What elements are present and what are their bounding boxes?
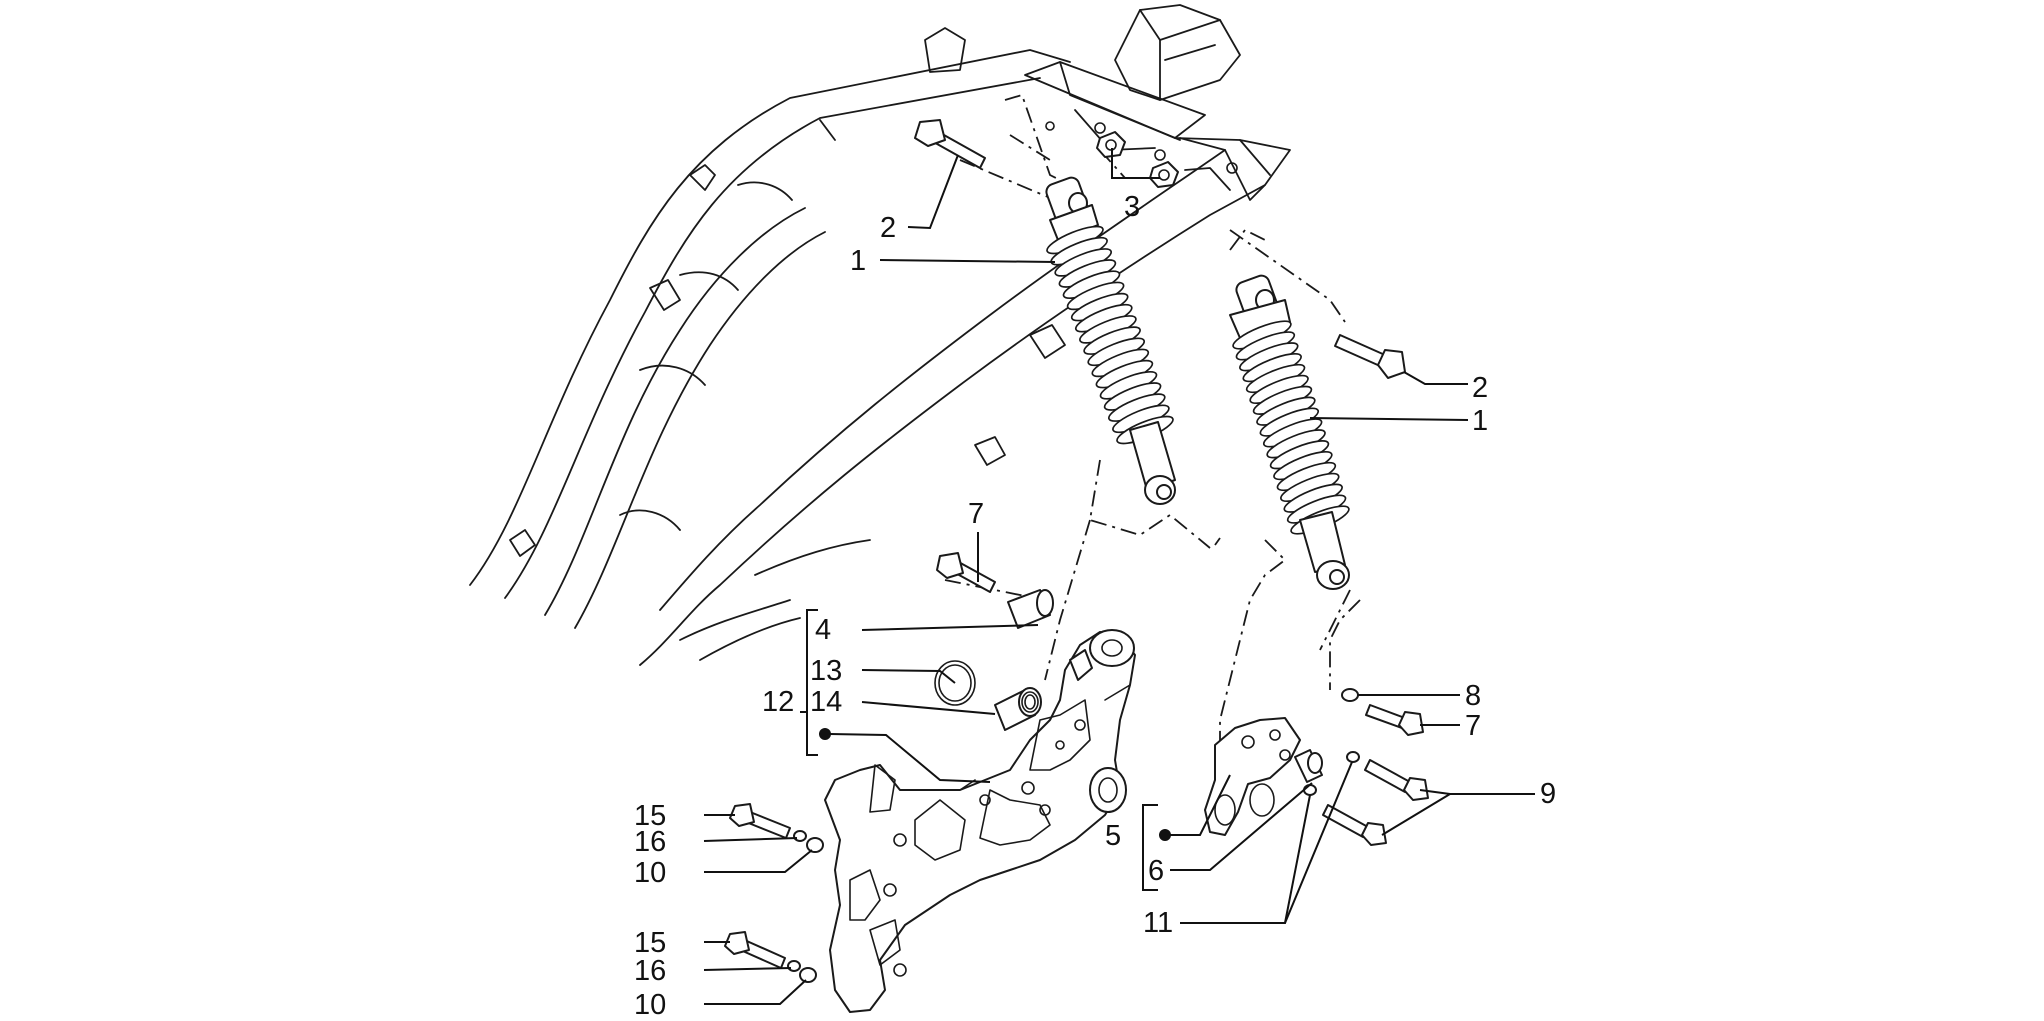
leader-2a	[907, 154, 959, 230]
callout-5: 5	[1105, 820, 1121, 852]
leader-2b	[1403, 371, 1468, 385]
leader-10b	[704, 979, 807, 1005]
callout-1a: 1	[850, 245, 866, 277]
group-bracket-5	[1142, 804, 1158, 891]
shock-absorber-left	[1045, 176, 1176, 505]
washer-16-lower	[787, 960, 801, 972]
callout-10a: 10	[634, 857, 666, 889]
frame	[469, 4, 1291, 666]
leader-lines	[703, 148, 1535, 1005]
leader-14	[861, 701, 996, 715]
callout-16b: 16	[634, 955, 666, 987]
callout-2a: 2	[880, 212, 896, 244]
callout-11: 11	[1143, 907, 1173, 939]
washer-10-lower	[799, 967, 817, 983]
spacer-4	[1007, 589, 1054, 629]
washer-8	[1341, 688, 1359, 702]
bearing-14	[994, 687, 1042, 731]
hardware	[724, 119, 1429, 983]
callout-2b: 2	[1472, 372, 1488, 404]
callout-6: 6	[1148, 855, 1164, 887]
callout-14: 14	[810, 686, 842, 718]
group-bracket-12	[806, 609, 818, 756]
washer-10-upper	[806, 837, 824, 853]
bolt-7-left	[936, 552, 996, 593]
circlip-13	[934, 660, 976, 706]
leader-16a	[703, 837, 798, 842]
bolt-15-upper	[729, 803, 791, 839]
leader-5-dot	[1168, 774, 1231, 836]
callout-15b: 15	[634, 927, 666, 959]
leader-6	[1170, 782, 1313, 871]
callout-8: 8	[1465, 680, 1481, 712]
leader-16b	[703, 967, 792, 971]
swingarm-bracket-12	[824, 629, 1136, 1013]
bolt-15-lower	[724, 931, 786, 969]
bolt-top-left	[914, 119, 986, 169]
bolt-right	[1334, 334, 1406, 379]
washer-16-upper	[793, 830, 807, 842]
callout-3: 3	[1124, 191, 1140, 223]
shock-absorber-right	[1229, 274, 1350, 590]
callout-labels: 2 1 3 2 1 7 4 13 12 14 8 7 9 5 6 11 15 1…	[634, 191, 1556, 1021]
bullet-dot-5	[1159, 829, 1171, 841]
bracket-5	[1204, 717, 1301, 836]
callout-12: 12	[762, 686, 794, 718]
washer-11b	[1303, 784, 1317, 796]
callout-7a: 7	[968, 498, 984, 530]
leader-1a	[879, 259, 1056, 263]
leader-12-dot	[829, 733, 991, 783]
callout-7b: 7	[1465, 710, 1481, 742]
leader-11	[1180, 794, 1311, 924]
callout-16a: 16	[634, 826, 666, 858]
bolt-7-right	[1365, 704, 1424, 736]
leader-10a	[704, 849, 813, 873]
leader-1b	[1309, 417, 1469, 421]
leader-4	[861, 624, 1039, 631]
bullet-dot-12	[819, 728, 831, 740]
callout-15a: 15	[634, 800, 666, 832]
callout-9: 9	[1540, 778, 1556, 810]
callout-1b: 1	[1472, 405, 1488, 437]
leader-13	[861, 669, 956, 684]
callout-10b: 10	[634, 989, 666, 1021]
callout-13: 13	[810, 655, 842, 687]
washer-11a	[1346, 751, 1360, 763]
bolts-9	[1322, 759, 1429, 846]
callout-4: 4	[815, 614, 831, 646]
spacer-6	[1294, 749, 1323, 783]
